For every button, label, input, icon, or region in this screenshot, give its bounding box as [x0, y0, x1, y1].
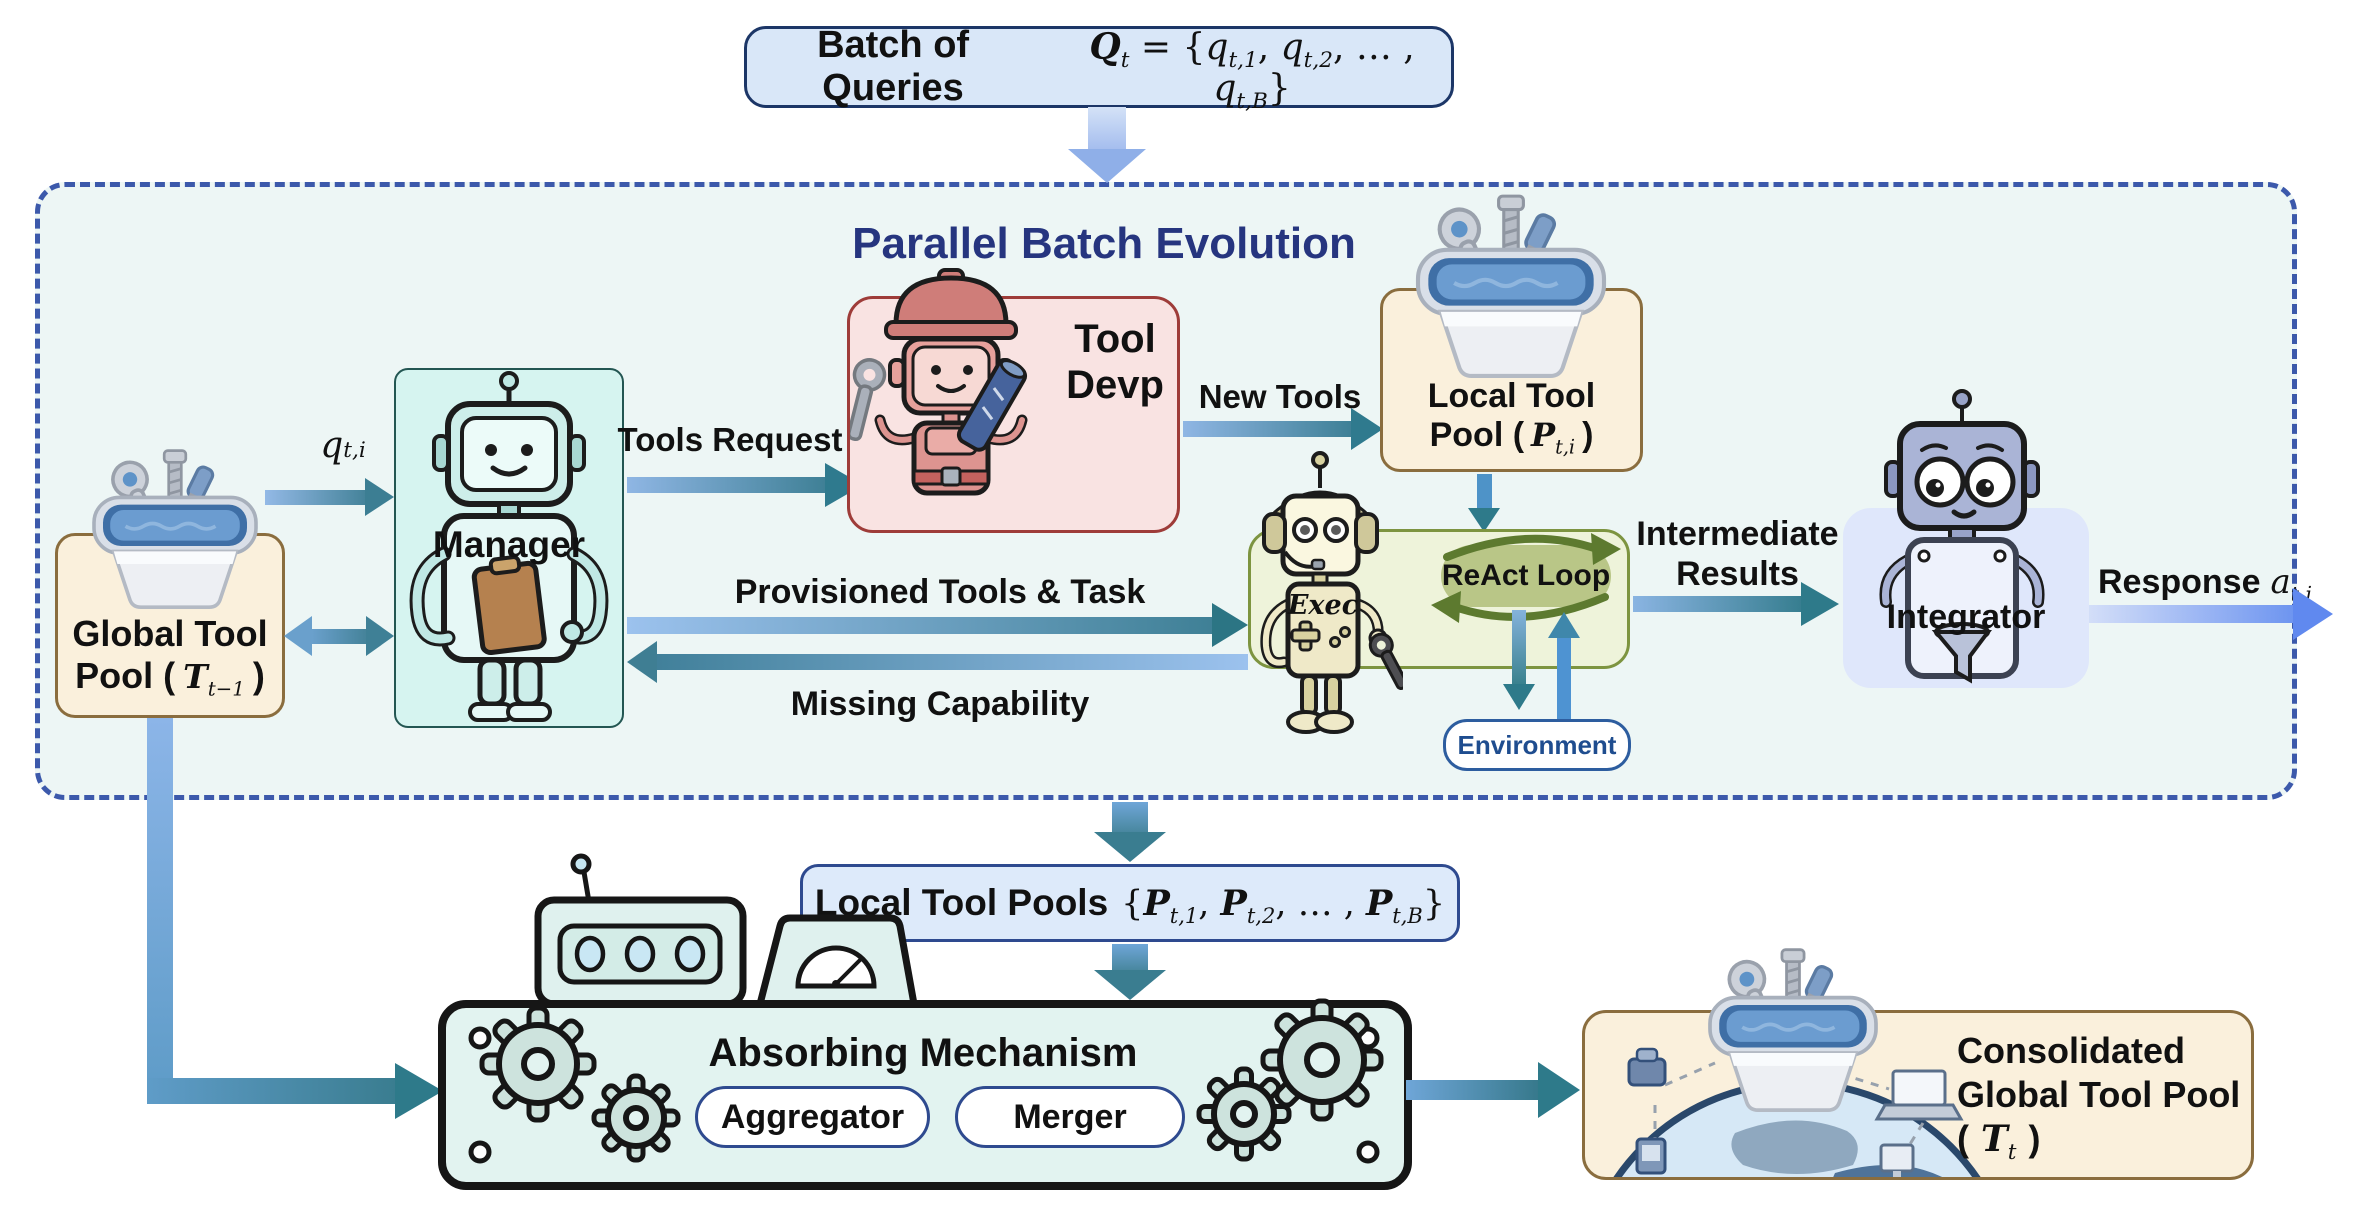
- batch-queries-box: Batch of Queries Qt = {qt,1, qt,2, … , q…: [744, 24, 1454, 114]
- arrowhead-right-icon: [395, 1063, 443, 1119]
- monitor-icon: [1879, 1143, 1915, 1177]
- provisioned-label: Provisioned Tools & Task: [734, 572, 1146, 611]
- camera-device-icon: [1627, 1047, 1667, 1087]
- tools-request-label: Tools Request: [617, 421, 843, 458]
- arrowhead-down-icon: [1068, 149, 1146, 183]
- arrowhead-down-icon: [1094, 832, 1166, 862]
- integrator-label: Integrator: [1886, 597, 2046, 636]
- integrator-robot-icon: [1879, 389, 2045, 684]
- environment-label: Environment: [1457, 729, 1617, 760]
- arrowhead-down-icon: [1468, 508, 1500, 532]
- manager-robot-icon: [409, 371, 609, 722]
- device-icon: [1635, 1137, 1667, 1175]
- arrowhead-down-icon: [1503, 684, 1535, 710]
- absorbing-title: Absorbing Mechanism: [708, 1030, 1138, 1075]
- gear-icon: [479, 1005, 597, 1123]
- tool-basket-icon: [1708, 947, 1878, 1112]
- clipboard-icon: [471, 555, 547, 656]
- tool-basket-icon: [92, 448, 258, 610]
- blueprint-icon: [956, 358, 1028, 452]
- arrowhead-right-icon: [365, 478, 394, 516]
- arrowhead-up-icon: [1548, 612, 1580, 638]
- local-pool-line1: Local Tool: [1427, 377, 1596, 415]
- wrench-icon: [1368, 632, 1403, 691]
- manager-label: Manager: [432, 524, 586, 565]
- arrowhead-left-icon: [627, 641, 657, 683]
- network-links-icon: [1653, 1061, 1925, 1150]
- gear-icon: [1260, 998, 1384, 1122]
- gear-icon: [591, 1073, 681, 1163]
- arrowhead-right-icon: [1538, 1062, 1580, 1118]
- global-pool-line2: Pool ( Tt−1 ): [75, 655, 265, 701]
- arrowhead-right-icon: [1801, 582, 1839, 626]
- react-loop-arrows-icon: [1431, 533, 1621, 623]
- consolidated-pool-label: Consolidated Global Tool Pool ( Tt ): [1957, 1030, 2241, 1166]
- wrench-icon: [850, 358, 887, 442]
- intermediate-results-label: Intermediate Results: [1636, 515, 1839, 593]
- tool-devp-robot-icon: [850, 268, 1028, 496]
- arrowhead-right-icon: [366, 616, 394, 656]
- arrowhead-right-icon: [1212, 603, 1248, 647]
- response-label: Response at,i: [2098, 562, 2312, 606]
- aggregator-pill: Aggregator: [695, 1086, 930, 1148]
- gauge-icon: [795, 945, 877, 989]
- react-loop-label: ReAct Loop: [1441, 559, 1611, 592]
- arrowhead-right-icon: [2293, 588, 2333, 640]
- panel-title: Parallel Batch Evolution: [852, 219, 1356, 268]
- gear-icon: [1196, 1066, 1292, 1162]
- absorbing-machine-icon: [438, 853, 1412, 1190]
- batch-queries-label: Batch of Queries: [817, 24, 970, 109]
- exec-robot-icon: [1260, 451, 1403, 734]
- local-pool-line2: Pool ( Pt,i ): [1429, 416, 1594, 459]
- arrowhead-down-icon: [1094, 970, 1166, 1000]
- missing-capability-label: Missing Capability: [790, 684, 1090, 723]
- consolidated-pool-box: Consolidated Global Tool Pool ( Tt ): [1582, 1010, 2254, 1180]
- laptop-icon: [1874, 1069, 1964, 1121]
- tool-basket-icon: [1405, 192, 1617, 378]
- local-tool-pools-box: Local Tool Pools {Pt,1, Pt,2, … , Pt,B}: [800, 864, 1460, 942]
- arrowhead-left-icon: [284, 616, 312, 656]
- new-tools-label: New Tools: [1198, 378, 1362, 415]
- global-pool-line1: Global Tool: [72, 613, 268, 654]
- react-loop-pill: ReAct Loop: [1441, 545, 1611, 607]
- merger-pill: Merger: [955, 1086, 1185, 1148]
- tool-devp-label: Tool Devp: [1066, 317, 1164, 407]
- local-tool-pools-math: {Pt,1, Pt,2, … , Pt,B}: [1121, 882, 1446, 928]
- batch-queries-math: Qt = {qt,1, qt,2, … , qt,B}: [1089, 25, 1415, 114]
- exec-label: Exec: [1287, 589, 1359, 621]
- environment-box: Environment: [1443, 719, 1631, 771]
- funnel-icon: [1931, 622, 1992, 684]
- arrowhead-right-icon: [1351, 408, 1383, 450]
